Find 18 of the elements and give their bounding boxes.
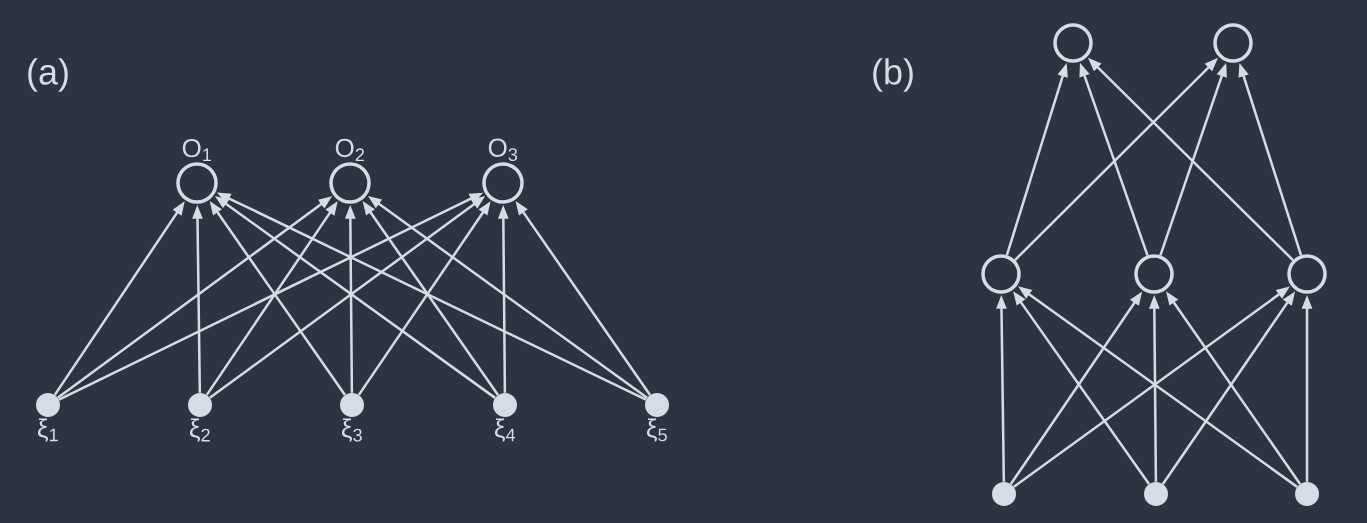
- node-label: ξ$_{1}$: [37, 418, 58, 442]
- input-dot: [992, 482, 1016, 506]
- node-label: O$_{1}$: [182, 138, 212, 162]
- neuron-circle: [1134, 254, 1174, 294]
- node-label: O$_{2}$: [335, 138, 365, 162]
- input-dot: [1144, 482, 1168, 506]
- node-label: O$_{3}$: [488, 138, 518, 162]
- node-label: ξ$_{2}$: [189, 418, 210, 442]
- panel-label: (a): [28, 58, 68, 92]
- panel-label: (b): [873, 58, 913, 92]
- neuron-circle: [1287, 254, 1327, 294]
- neuron-circle: [1053, 23, 1093, 63]
- node-label: ξ$_{5}$: [646, 418, 667, 442]
- neuron-circle: [1213, 23, 1253, 63]
- neuron-circle: [981, 254, 1021, 294]
- input-dot: [1295, 482, 1319, 506]
- node-label: ξ$_{4}$: [494, 418, 516, 442]
- node-label: ξ$_{3}$: [341, 418, 362, 442]
